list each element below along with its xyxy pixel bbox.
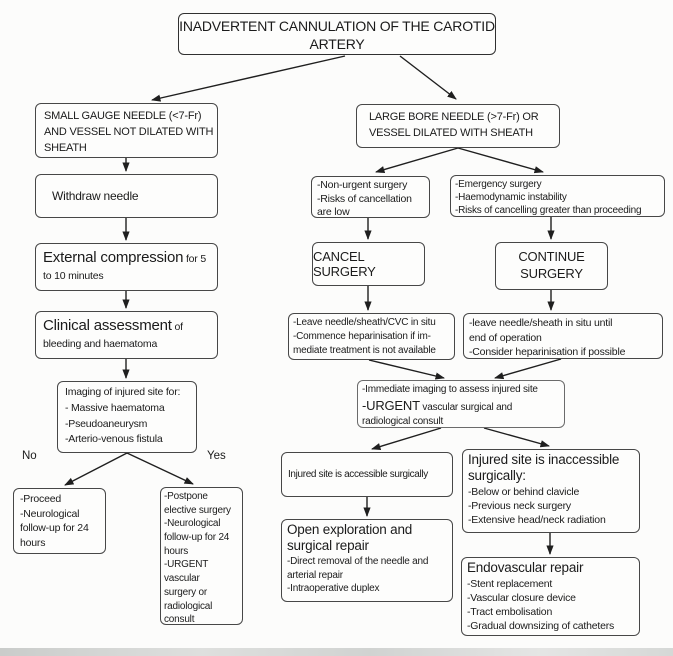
node-text-line: -Gradual downsizing of catheters	[467, 620, 615, 633]
node-text: for 5 to 10 minutes	[43, 253, 206, 282]
node-text: vascular surgical and	[422, 402, 513, 413]
node-text-line: -Risks of cancellation	[317, 192, 412, 205]
node-clinical-assessment: Clinical assessment of bleeding and haem…	[35, 311, 218, 359]
node-text-line: -URGENT	[164, 559, 209, 571]
edge-label-no: No	[22, 450, 37, 462]
node-text-line: Imaging of injured site for:	[65, 386, 181, 398]
node-text-line: radiological	[164, 600, 213, 612]
node-non-urgent-surgery: -Non-urgent surgery -Risks of cancellati…	[311, 176, 430, 218]
node-text-line: -Neurological	[20, 507, 80, 520]
node-text-line: elective surgery	[164, 504, 231, 516]
urgent-emphasis: -URGENT	[362, 398, 420, 413]
node-text-line: -Below or behind clavicle	[468, 485, 580, 498]
node-text-line: -Extensive head/neck radiation	[468, 514, 606, 527]
node-text-line: -Postpone	[164, 491, 208, 502]
node-text-line: - Massive haematoma	[65, 401, 165, 414]
node-text-line: SMALL GAUGE NEEDLE (<7-Fr)	[44, 110, 202, 122]
node-external-compression: External compression for 5 to 10 minutes	[35, 243, 218, 291]
scan-artifact-strip	[0, 648, 673, 656]
node-text-line: -Vascular closure device	[467, 592, 576, 605]
node-immediate-imaging: -Immediate imaging to assess injured sit…	[357, 380, 565, 428]
node-text-line: -Immediate imaging to assess injured sit…	[362, 384, 538, 395]
node-text-line: -Leave needle/sheath/CVC in situ	[293, 317, 436, 328]
node-text-line: VESSEL DILATED WITH SHEATH	[369, 126, 533, 139]
node-text-line: consult	[164, 614, 195, 626]
edge-label-yes: Yes	[207, 450, 226, 462]
node-text-line: -Proceed	[20, 493, 62, 505]
node-text: Withdraw needle	[52, 189, 139, 203]
node-text-line: -Risks of cancelling greater than procee…	[455, 205, 642, 217]
node-text-line: -URGENT vascular surgical and	[362, 397, 560, 415]
node-text-line: hours	[164, 545, 189, 557]
node-cancel-surgery: CANCEL SURGERY	[312, 242, 425, 286]
flow-arrows	[64, 55, 562, 555]
node-emergency-surgery: -Emergency surgery -Haemodynamic instabi…	[450, 175, 665, 217]
node-text-line: -Non-urgent surgery	[317, 179, 408, 191]
node-text-line: follow-up for 24	[164, 532, 230, 544]
node-text-line: -Haemodynamic instability	[455, 192, 567, 204]
node-text: of bleeding and haematoma	[43, 321, 183, 350]
node-text-line: AND VESSEL NOT DILATED WITH	[44, 125, 214, 138]
node-text-line: end of operation	[469, 331, 542, 344]
node-site-inaccessible: Injured site is inaccessible surgically:…	[462, 449, 640, 533]
node-withdraw-needle: Withdraw needle	[35, 174, 218, 218]
node-heading: Endovascular repair	[467, 560, 584, 575]
node-text-line: hours	[20, 537, 46, 550]
node-text-line: -Consider heparinisation if possible	[469, 346, 626, 359]
node-heading: Open exploration and surgical repair	[287, 522, 413, 553]
node-yes-outcome: -Postpone elective surgery -Neurological…	[160, 487, 243, 625]
node-text-line: LARGE BORE NEEDLE (>7-Fr) OR	[369, 111, 539, 123]
node-text-line: -Tract embolisation	[467, 606, 553, 619]
node-endovascular-repair: Endovascular repair -Stent replacement -…	[461, 557, 640, 636]
node-text-line: SHEATH	[44, 141, 87, 154]
node-heading: Injured site is inaccessible surgically:	[468, 452, 620, 483]
node-leave-needle-cvc-in-situ: -Leave needle/sheath/CVC in situ -Commen…	[288, 313, 455, 360]
node-small-gauge-needle: SMALL GAUGE NEEDLE (<7-Fr) AND VESSEL NO…	[35, 103, 218, 158]
node-text: Injured site is accessible surgically	[288, 469, 428, 480]
node-text-line: radiological consult	[362, 416, 444, 428]
node-text-line: mediate treatment is not available	[293, 345, 436, 357]
node-no-outcome: -Proceed -Neurological follow-up for 24 …	[13, 488, 106, 554]
node-open-exploration-repair: Open exploration and surgical repair -Di…	[281, 519, 453, 602]
node-text-line: -leave needle/sheath in situ until	[469, 317, 613, 329]
node-text-line: -Previous neck surgery	[468, 500, 571, 513]
node-text-line: -Emergency surgery	[455, 179, 542, 190]
node-text-line: arterial repair	[287, 569, 343, 581]
node-text-line: -Pseudoaneurysm	[65, 417, 148, 430]
node-text-line: -Commence heparinisation if im-	[293, 331, 431, 343]
node-text-line: surgery or	[164, 586, 208, 598]
node-heading: External compression	[43, 249, 184, 266]
node-text-line: -Direct removal of the needle and	[287, 555, 429, 567]
node-leave-sheath-in-situ: -leave needle/sheath in situ until end o…	[463, 313, 663, 359]
node-text-line: follow-up for 24	[20, 522, 89, 535]
node-text-line: -Neurological	[164, 518, 221, 530]
node-text-line: SURGERY	[520, 266, 583, 281]
node-imaging-of-injured-site: Imaging of injured site for: - Massive h…	[57, 381, 197, 453]
node-text-line: are low	[317, 206, 350, 219]
node-title: INADVERTENT CANNULATION OF THE CAROTID A…	[178, 13, 496, 55]
node-text-line: CONTINUE	[518, 249, 585, 265]
node-text-line: -Stent replacement	[467, 577, 553, 590]
node-site-accessible: Injured site is accessible surgically	[281, 452, 453, 497]
node-heading: Clinical assessment	[43, 317, 172, 334]
node-text-line: -Intraoperative duplex	[287, 583, 380, 595]
node-text-line: vascular	[164, 573, 200, 585]
node-text-line: -Arterio-venous fistula	[65, 433, 163, 446]
node-text: CANCEL SURGERY	[313, 249, 376, 279]
node-continue-surgery: CONTINUE SURGERY	[495, 242, 608, 290]
node-large-bore-needle: LARGE BORE NEEDLE (>7-Fr) OR VESSEL DILA…	[356, 104, 560, 148]
